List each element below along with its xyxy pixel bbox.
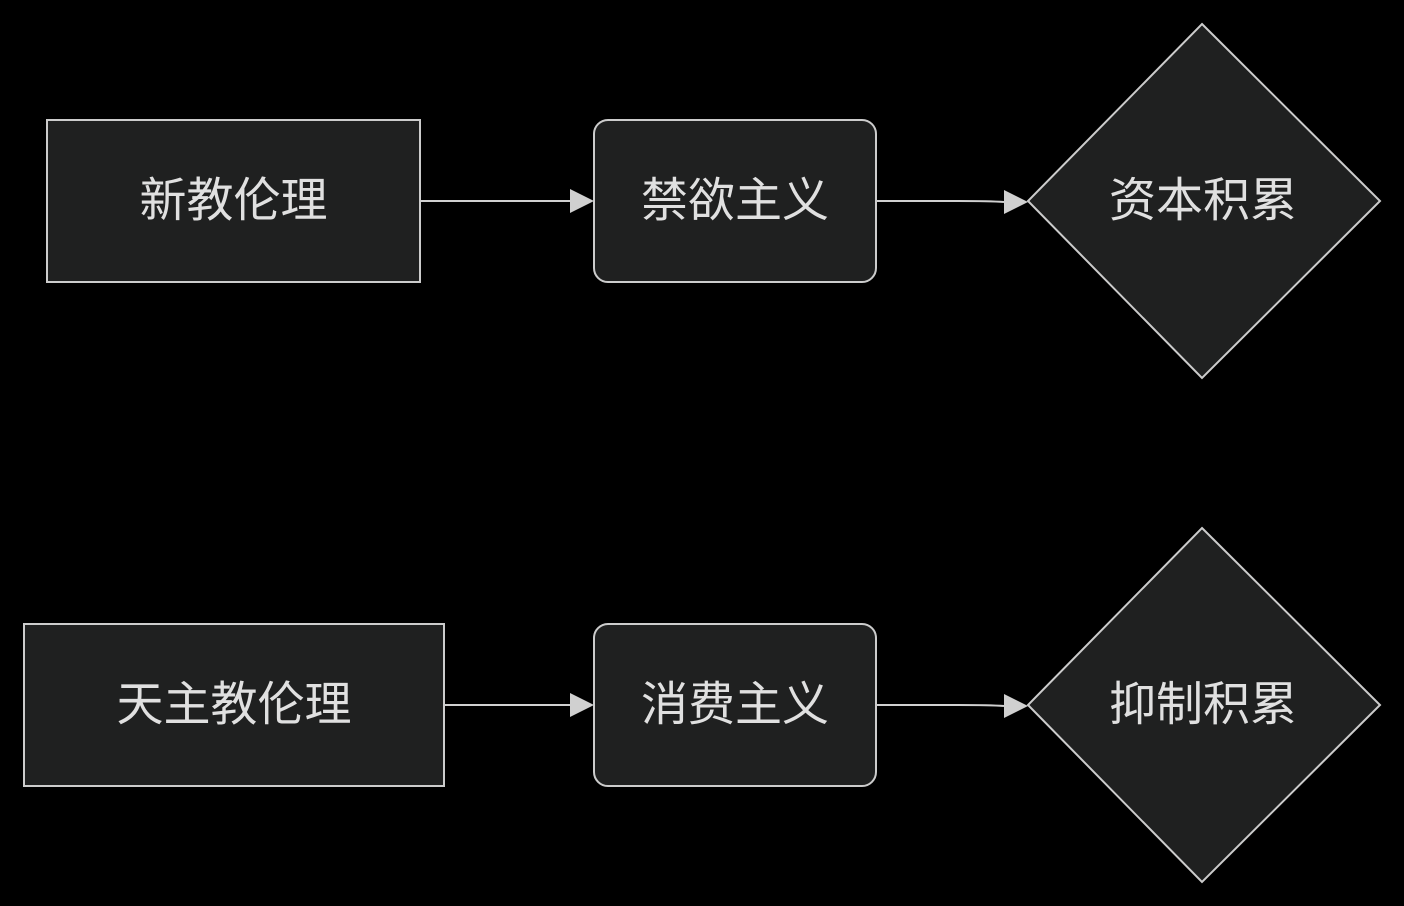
edge-catholic-to-consumerism	[444, 693, 594, 717]
arrowhead-icon	[1004, 694, 1028, 718]
arrowhead-icon	[570, 189, 594, 213]
arrowhead-icon	[570, 693, 594, 717]
node-label: 资本积累	[1109, 174, 1297, 229]
edge-asceticism-to-capital-accumulation	[876, 190, 1028, 214]
node-capital-accumulation: 资本积累	[1026, 22, 1382, 380]
node-suppressed-accumulation: 抑制积累	[1026, 526, 1382, 884]
node-consumerism: 消费主义	[593, 623, 877, 787]
node-protestant-ethic: 新教伦理	[46, 119, 421, 283]
edge-consumerism-to-suppressed-accumulation	[876, 694, 1028, 718]
node-label: 禁欲主义	[641, 174, 829, 229]
node-label: 消费主义	[641, 678, 829, 733]
node-label: 新教伦理	[140, 174, 328, 229]
node-label: 抑制积累	[1109, 678, 1297, 733]
node-label: 天主教伦理	[117, 678, 352, 733]
edge-protestant-to-asceticism	[420, 189, 594, 213]
arrowhead-icon	[1004, 190, 1028, 214]
node-asceticism: 禁欲主义	[593, 119, 877, 283]
node-catholic-ethic: 天主教伦理	[23, 623, 445, 787]
